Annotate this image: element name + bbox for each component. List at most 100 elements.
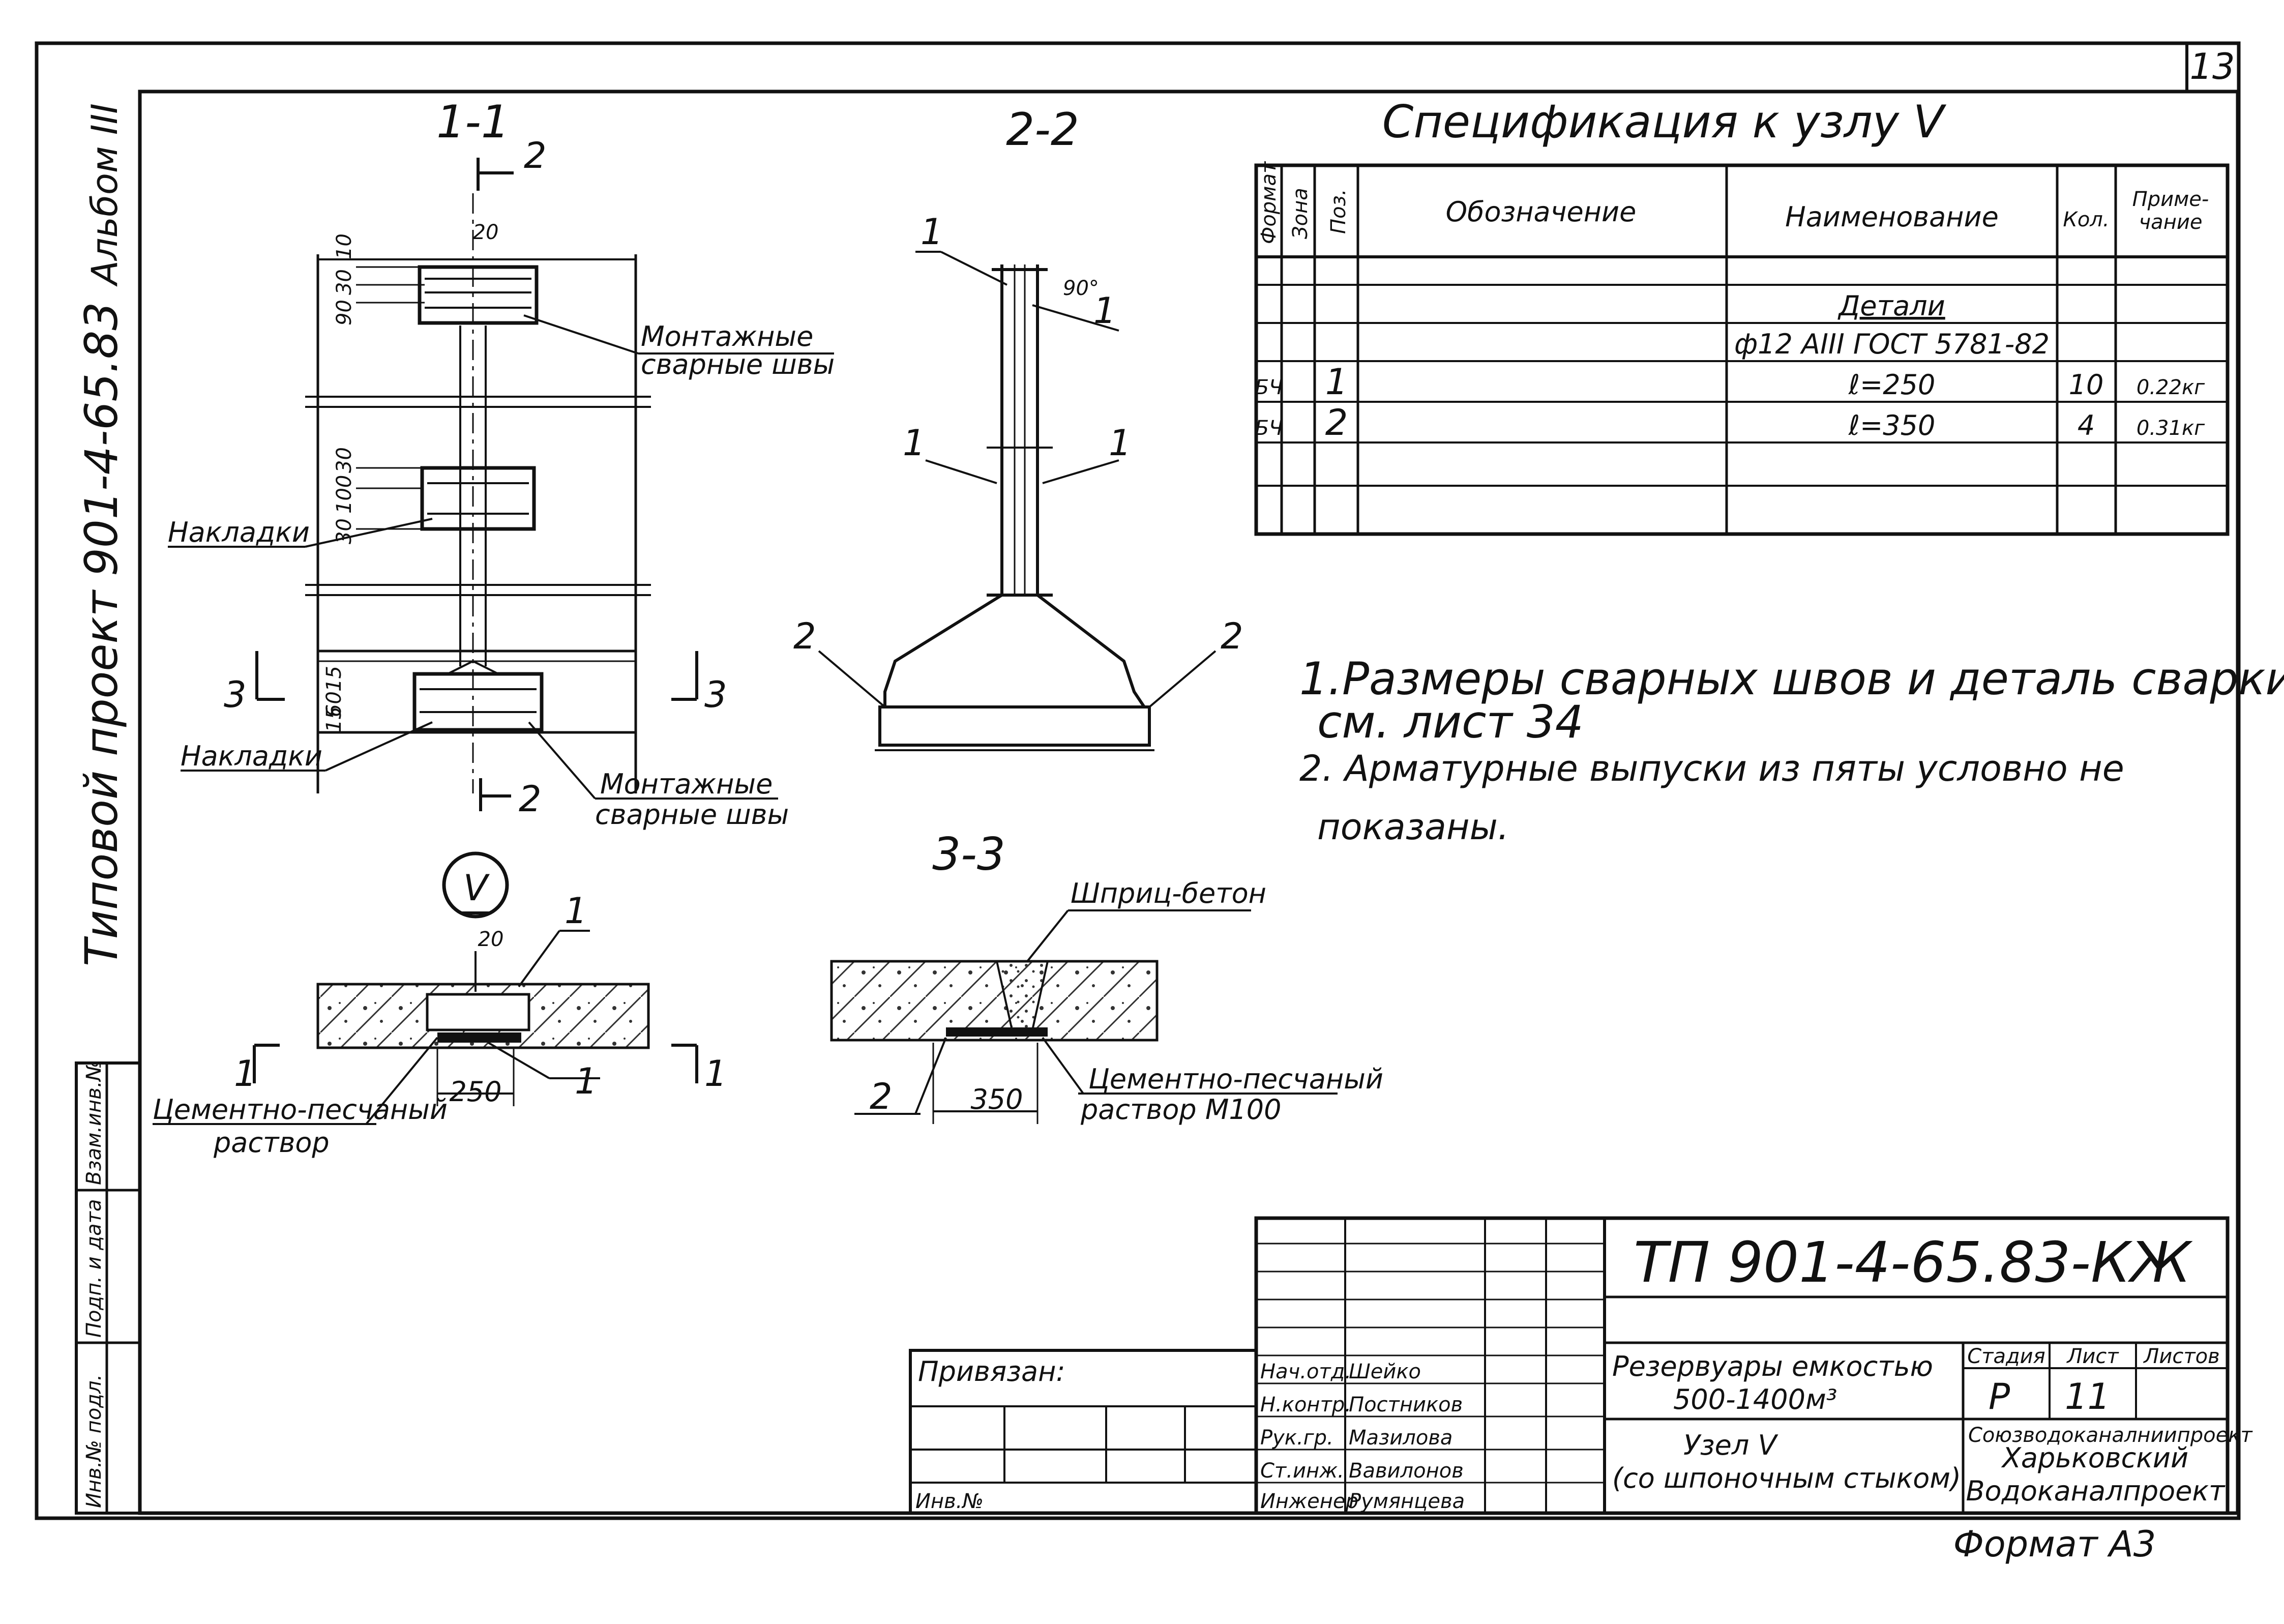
spec-row1-format: БЧ [1255,376,1283,399]
tb-org-l2: Харьковский [2001,1442,2188,1474]
section-3-3-title: 3-3 [932,828,1005,880]
staff-role-1: Н.контр. [1260,1393,1351,1416]
specification-table: Спецификация к узлу V Формат Зона Поз. О… [1254,96,2230,536]
privyazan-label: Привязан: [918,1355,1065,1387]
node-v-dim-250: 250 [449,1076,501,1108]
tb-sheet: 11 [2065,1376,2110,1418]
stamp-inv: Инв.№ подл. [82,1374,106,1508]
node-v-pos-bottom: 1 [575,1060,598,1102]
s33-mortar-l2: раствор М100 [1080,1094,1281,1126]
dim-15b: 15 [322,706,346,732]
angle-90: 90° [1063,277,1099,300]
staff-name-1: Постников [1349,1393,1463,1416]
tb-sheet-label: Лист [2066,1345,2119,1368]
node-v-mortar-l1: Цементно-песчаный [153,1094,448,1126]
spec-row1-name: ℓ=250 [1848,369,1936,401]
section-1-1: 1-1 2 20 10 30 90 30 100 30 [168,96,835,831]
dim-20: 20 [473,221,499,244]
note-2-l2: показаны. [1317,806,1509,848]
cut-mark-2-top: 2 [524,135,547,176]
label-montazh-2-l2: сварные швы [595,799,789,831]
spec-col-poz: Поз. [1327,189,1350,234]
spec-col-prim: Приме- [2132,188,2209,211]
spec-row2-format: БЧ [1255,417,1283,440]
staff-role-2: Рук.гр. [1260,1426,1333,1450]
spec-row2-name: ℓ=350 [1848,409,1936,441]
spec-row2-prim: 0.31кг [2137,417,2205,440]
stamp-vzam: Взам.инв.№ [82,1060,106,1185]
label-montazh-1-l2: сварные швы [641,348,835,380]
label-nakladki-1: Накладки [168,516,310,548]
left-margin: Альбом III Типовой проект 901-4-65.83 Вз… [75,103,141,1515]
label-montazh-2-l1: Монтажные [600,768,773,800]
spec-row2-poz: 2 [1325,402,1348,444]
node-v-cut-right: 1 [704,1053,727,1095]
album-label: Альбом III [84,103,126,287]
node-v-pos-top: 1 [565,890,587,932]
label-montazh-1-l1: Монтажные [641,320,813,352]
node-v-cut-left: 1 [234,1053,257,1095]
staff-name-0: Шейко [1349,1360,1421,1383]
dim-100: 100 [333,475,356,514]
pos-2-right: 2 [1221,615,1243,657]
tb-org-l1: Союзводоканалниипроект [1968,1424,2253,1447]
pos-1-top-right: 1 [1093,290,1116,332]
spec-col-oboz: Обозначение [1446,196,1637,228]
staff-name-2: Мазилова [1349,1426,1452,1450]
spec-row1-poz: 1 [1325,361,1348,403]
node-v: V 20 1 1 250 1 1 Цементно-песчаный раств… [153,851,727,1159]
tb-sheets-label: Листов [2143,1345,2219,1368]
dim-30b: 30 [333,447,356,473]
tb-object-l2: 500-1400м³ [1673,1383,1837,1415]
spec-title: Спецификация к узлу V [1382,96,1947,148]
tb-org-l3: Водоканалпроект [1966,1475,2226,1507]
cut-mark-2-bottom: 2 [519,778,542,820]
s33-dim-350: 350 [970,1083,1023,1115]
spec-col-format: Формат [1257,161,1281,244]
note-2-l1: 2. Арматурные выпуски из пяты условно не [1299,748,2124,789]
notes: 1.Размеры сварных швов и деталь сварки с… [1299,653,2284,848]
spec-row1-kol: 10 [2069,369,2104,401]
inv-label: Инв.№ [915,1490,984,1513]
staff-name-3: Вавилонов [1349,1459,1464,1483]
spec-col-zona: Зона [1289,188,1312,239]
spec-row2-kol: 4 [2078,409,2095,441]
spec-row-details: Детали [1837,290,1945,322]
s33-mortar-l1: Цементно-песчаный [1088,1063,1383,1095]
dim-60: 60 [322,691,346,717]
format-label: Формат А3 [1953,1523,2156,1565]
tb-sheet-l1: Узел V [1683,1429,1779,1461]
spec-row1-prim: 0.22кг [2137,376,2205,399]
s33-pos-2: 2 [870,1076,893,1117]
sheet-number: 13 [2189,46,2235,87]
staff-role-0: Нач.отд. [1260,1360,1351,1383]
note-1-l2: см. лист 34 [1317,696,1584,748]
cut-mark-3-left: 3 [224,674,247,716]
label-nakladki-2: Накладки [181,740,322,772]
pos-1-mid-right: 1 [1109,422,1132,464]
spec-col-name: Наименование [1785,201,1999,233]
title-block: Нач.отд. Шейко Н.контр. Постников Рук.гр… [909,1216,2253,1515]
staff-role-3: Ст.инж. [1260,1459,1344,1483]
dim-15a: 15 [322,666,346,692]
dim-30: 30 [333,269,356,295]
stamp-podp: Подп. и дата [82,1199,106,1338]
note-1-l1: 1.Размеры сварных швов и деталь сварки [1299,653,2284,705]
section-2-2-title: 2-2 [1006,103,1079,156]
node-v-mark: V [463,867,490,909]
section-3-3: 3-3 Шприц-бетон 2 350 Цементно-песчаный … [830,828,1383,1126]
section-1-1-title: 1-1 [436,96,510,148]
tb-code: ТП 901-4-65.83-КЖ [1634,1230,2193,1295]
staff-name-4: Румянцева [1349,1490,1465,1513]
node-v-mortar-l2: раствор [213,1127,330,1159]
dim-90: 90 [333,300,356,326]
pos-2-left: 2 [793,615,816,657]
spec-col-kol: Кол. [2063,208,2109,231]
project-label: Типовой проект 901-4-65.83 [75,302,128,966]
pos-1-mid-left: 1 [903,422,926,464]
node-v-dim-20: 20 [478,928,504,951]
label-shprits: Шприц-бетон [1071,877,1266,909]
section-2-2: 2-2 90° 1 1 1 1 2 2 [793,103,1243,751]
cut-mark-3-right: 3 [704,674,727,716]
